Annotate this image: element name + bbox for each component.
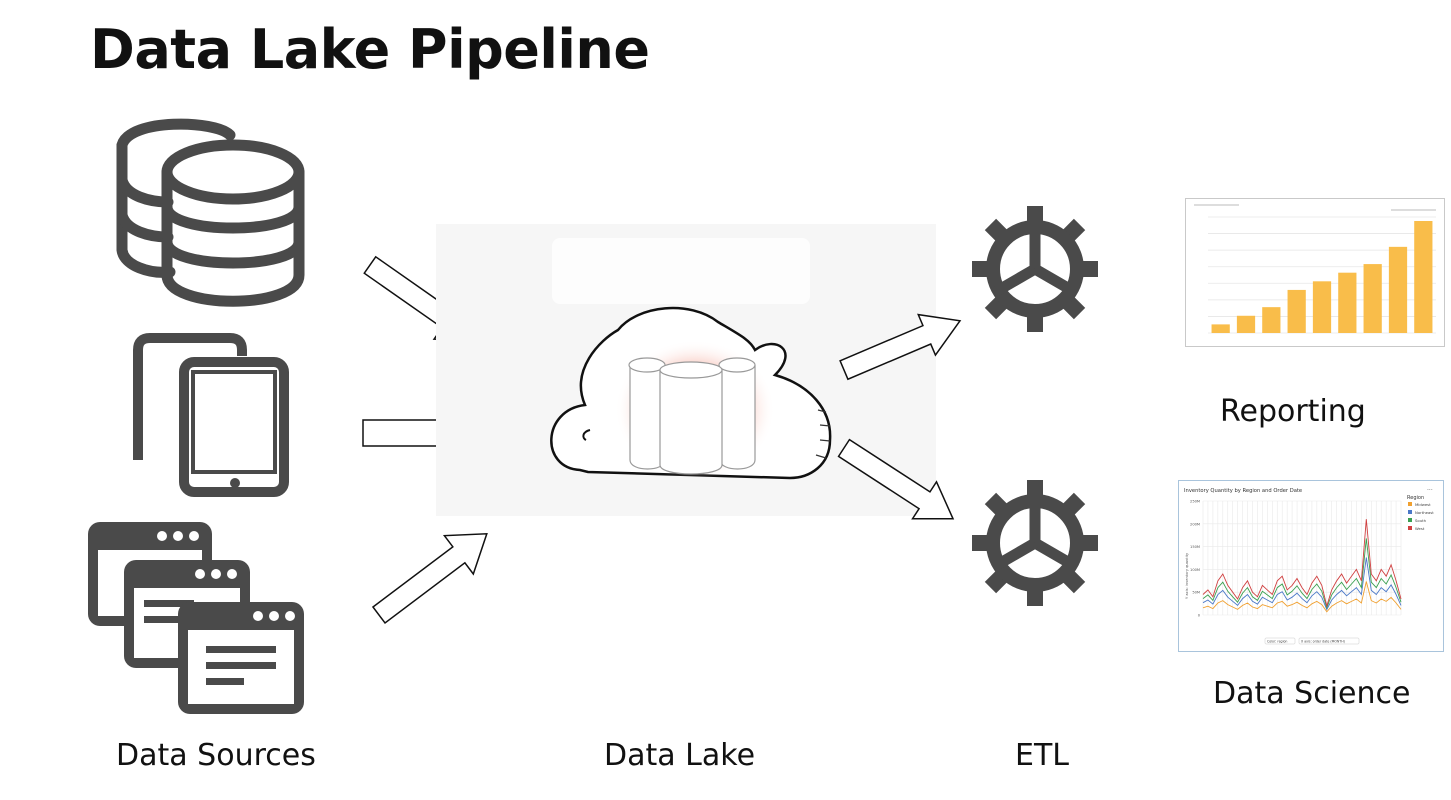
bar: [1262, 307, 1281, 333]
legend-label: Midwest: [1415, 502, 1431, 507]
tablet-icon: [119, 332, 290, 497]
bar: [1414, 221, 1433, 333]
science-ylabel: Y axis: inventory quantity: [1185, 552, 1189, 599]
arrow-bottom: [371, 532, 488, 625]
y-tick-label: 200M: [1190, 522, 1200, 526]
chart-control: [1298, 637, 1360, 645]
science-chart-menu: ···: [1427, 487, 1433, 494]
bar: [1363, 264, 1382, 333]
legend-swatch: [1408, 510, 1412, 514]
y-tick-label: 0: [1198, 614, 1201, 618]
legend-label: South: [1415, 518, 1427, 523]
reporting-bar-chart: [1194, 204, 1436, 334]
legend-swatch: [1408, 518, 1412, 522]
data-science-line-chart: Inventory Quantity by Region and Order D…: [1184, 487, 1434, 645]
legend-label: Northeast: [1415, 510, 1434, 515]
bar: [1236, 315, 1256, 333]
bar: [1388, 246, 1408, 333]
arrow-to-etl-top: [839, 313, 962, 381]
y-tick-label: 250M: [1190, 500, 1200, 504]
diagram-title: Data Lake Pipeline: [90, 18, 650, 81]
series-line: [1202, 581, 1402, 613]
chart-control-label: X axis: order date (MONTH): [1301, 640, 1345, 644]
label-data-lake: Data Lake: [604, 738, 756, 773]
chart-control-label: Color: region: [1267, 640, 1287, 644]
y-tick-label: 100M: [1190, 568, 1200, 572]
bar: [1338, 272, 1357, 333]
data-lake-panel-strip: [552, 238, 810, 304]
bar: [1287, 289, 1306, 333]
series-line: [1202, 557, 1402, 611]
legend-swatch: [1408, 502, 1412, 506]
gear-icon: [972, 480, 1098, 606]
science-legend-title: Region: [1407, 495, 1424, 501]
legend-swatch: [1408, 526, 1412, 530]
reporting-chart-thumbnail: [1185, 198, 1445, 347]
legend-label: West: [1415, 526, 1425, 531]
label-data-sources: Data Sources: [116, 738, 316, 773]
label-reporting: Reporting: [1220, 394, 1366, 429]
bar: [1312, 281, 1332, 333]
arrows-lake-to-etl: [837, 313, 962, 520]
data-science-chart-thumbnail: Inventory Quantity by Region and Order D…: [1178, 480, 1444, 652]
series-line: [1202, 538, 1402, 610]
arrow-to-etl-bottom: [837, 438, 955, 520]
chart-control: [1264, 637, 1296, 645]
y-tick-label: 50M: [1192, 591, 1200, 595]
label-data-science: Data Science: [1213, 676, 1411, 711]
browser-windows-icon: [88, 522, 304, 714]
series-line: [1202, 519, 1402, 608]
database-icon: [116, 118, 305, 307]
science-chart-title: Inventory Quantity by Region and Order D…: [1184, 488, 1302, 494]
gear-icon: [972, 206, 1098, 332]
cloud-database-icon: [550, 306, 832, 480]
label-etl: ETL: [1015, 738, 1069, 773]
y-tick-label: 150M: [1190, 545, 1200, 549]
bar: [1211, 324, 1230, 333]
